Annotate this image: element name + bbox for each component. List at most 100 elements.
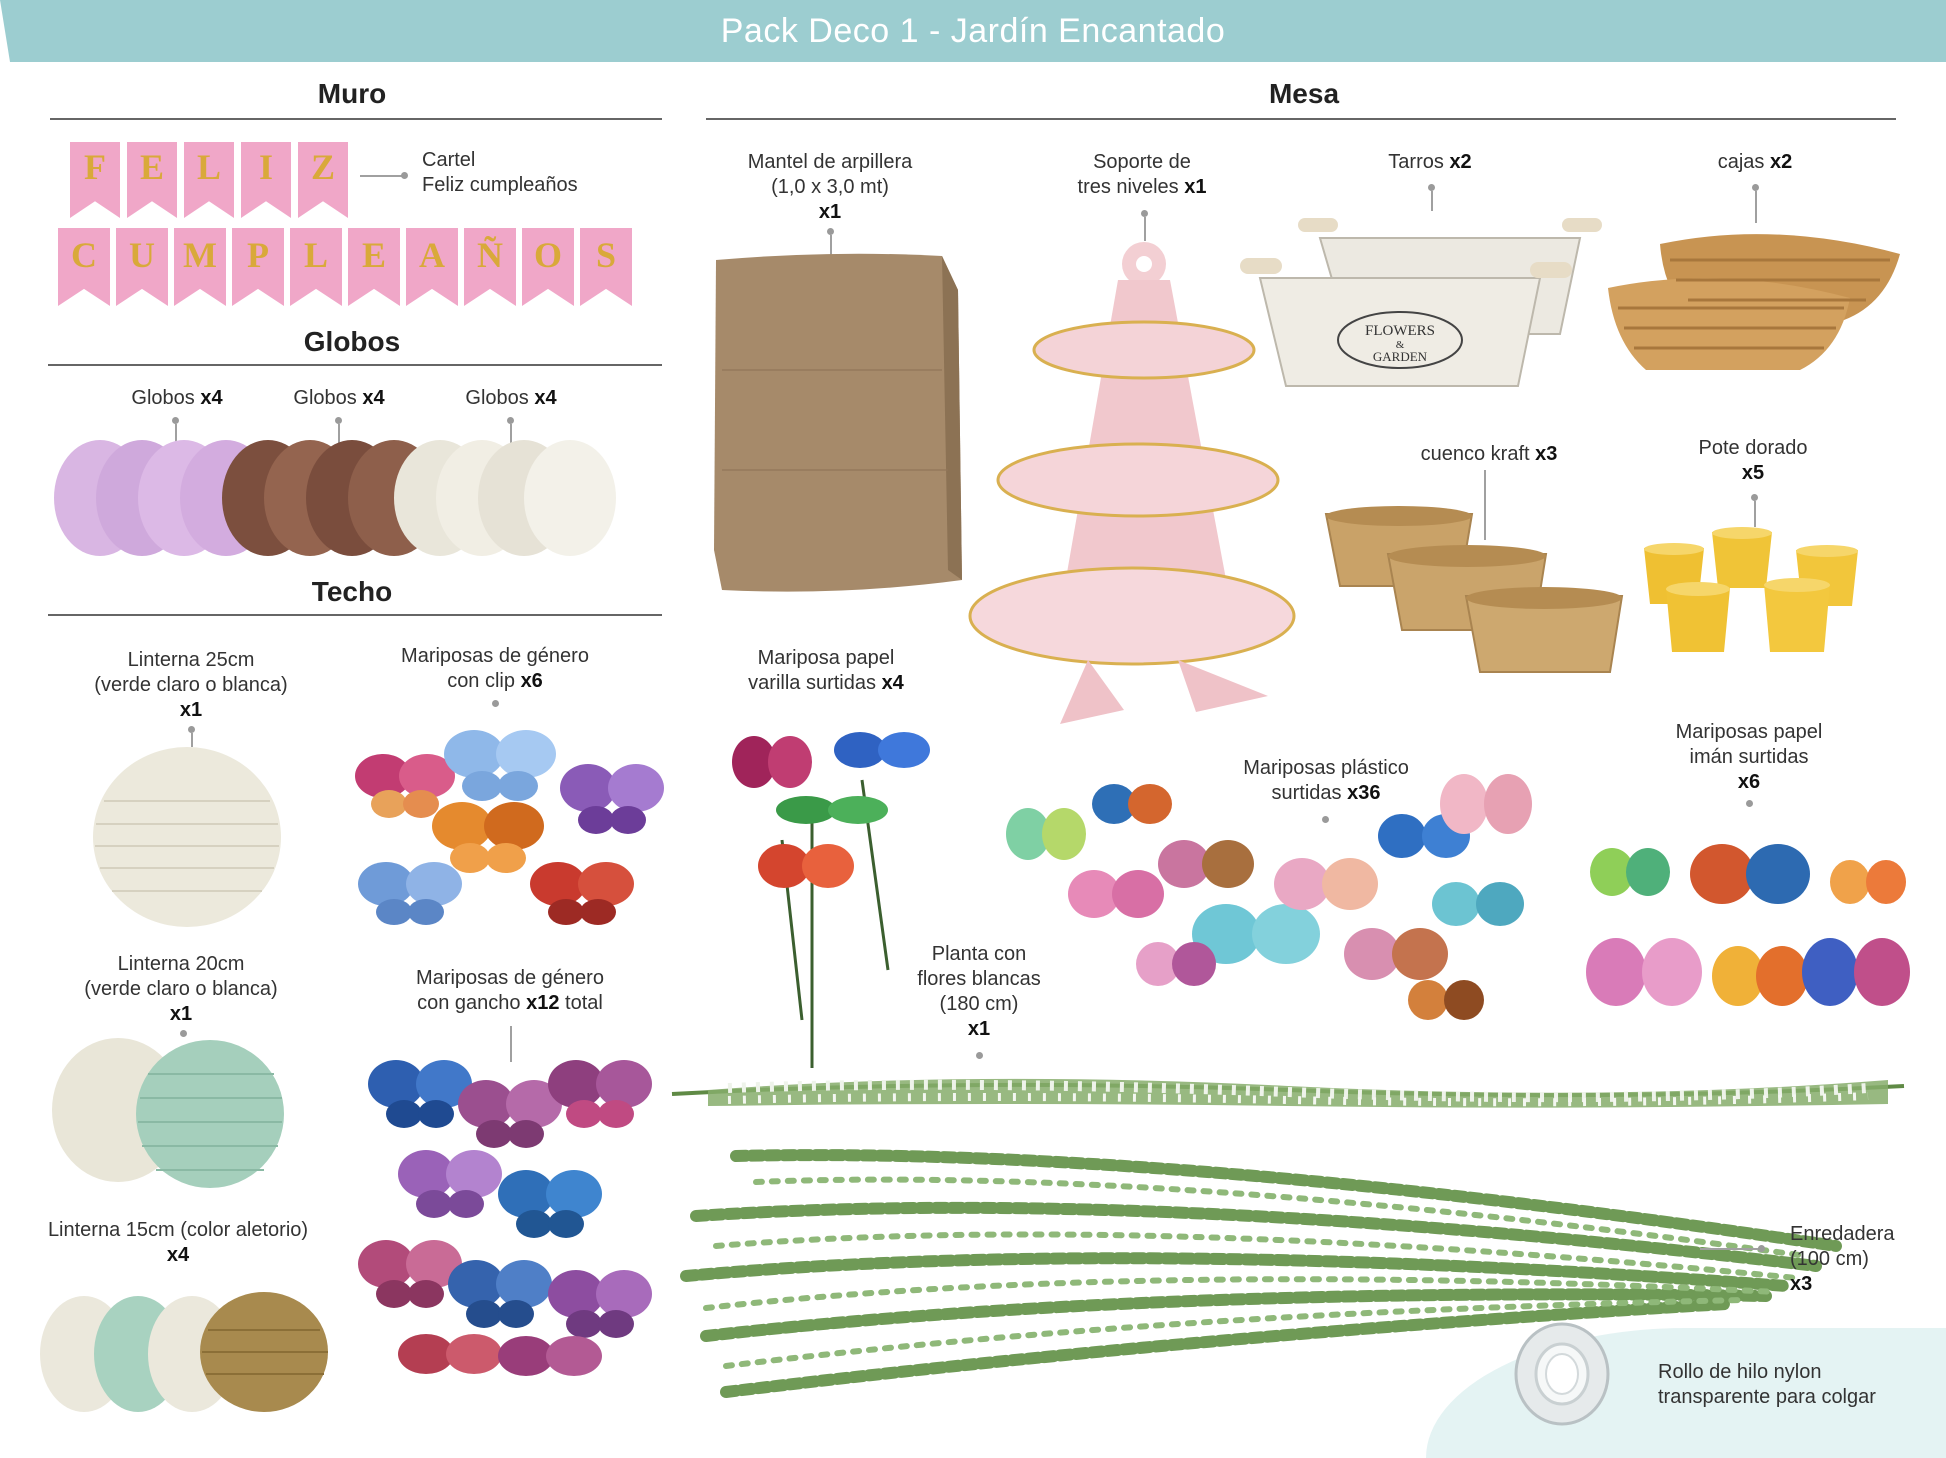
section-title-mesa: Mesa [1268,78,1340,109]
label-qty: x5 [1741,462,1765,484]
leader-dot [827,228,834,235]
ivy-vines-icon [680,1149,1842,1398]
flag-letter: L [184,142,234,218]
lantern-15-icon [40,1292,328,1412]
leader-dot [1752,184,1759,191]
label-qty: x2 [1449,151,1472,173]
label-text: total [565,992,603,1014]
leader-line [510,1026,512,1062]
leader-line [1754,501,1756,527]
label-tarros: Tarros x2 [1360,150,1500,175]
flag-letter: U [116,228,168,306]
label-text: con gancho [417,992,521,1014]
leader-dot [1758,1245,1765,1252]
leader-dot [188,726,195,733]
label-line: Planta con [931,943,1027,965]
label-line: (1,0 x 3,0 mt) [771,176,889,198]
label-linterna15: Linterna 15cm (color aletorio) x4 [38,1218,318,1268]
label-globos-lila: Globos x4 [110,386,244,411]
flag-letter: M [174,228,226,306]
label-soporte: Soporte de tres niveles x1 [1052,150,1232,200]
leader-dot [1428,184,1435,191]
flag-letter: F [70,142,120,218]
label-qty: x2 [1770,151,1793,173]
leader-line [1700,1248,1762,1250]
gold-pots-icon [1644,527,1858,652]
lantern-25-icon [93,747,281,927]
label-line: imán surtidas [1689,746,1809,768]
balloons-illustration [54,440,616,556]
label-line: Linterna 20cm [117,953,245,975]
label-linterna25: Linterna 25cm (verde claro o blanca) x1 [80,648,302,723]
label-cartel: Cartel Feliz cumpleaños [422,148,578,198]
label-mariposa-papel: Mariposa papel varilla surtidas x4 [726,646,926,696]
label-qty: x1 [1184,176,1207,198]
label-globos-perla: Globos x4 [444,386,578,411]
bunting-row-1: F E L I Z [70,142,348,218]
flag-letter: C [58,228,110,306]
label-qty: x4 [200,387,223,409]
flag-letter: E [348,228,400,306]
label-text: Tarros [1388,151,1444,173]
leader-line [191,733,193,747]
flag-letter: Ñ [464,228,516,306]
leader-dot [335,417,342,424]
label-line: flores blancas [917,968,1041,990]
label-text: con clip [447,670,515,692]
label-text: cuenco kraft [1420,443,1530,465]
label-enredadera: Enredadera (100 cm) x3 [1790,1222,1895,1297]
label-qty: x4 [362,387,385,409]
label-pote: Pote dorado x5 [1680,436,1826,486]
label-text: varilla surtidas [748,672,876,694]
burlap-tablecloth-icon [714,253,962,592]
leader-line [510,424,512,444]
butterflies-clip-illustration [355,730,664,925]
label-line: Mariposas plástico [1243,757,1409,779]
leader-dot [1751,494,1758,501]
leader-line [830,235,832,255]
section-title-techo: Techo [311,576,393,607]
label-line: transparente para colgar [1658,1386,1876,1408]
leader-dot [1141,210,1148,217]
divider-muro [50,118,662,120]
label-line: Mariposas papel [1675,721,1823,743]
label-mantel: Mantel de arpillera (1,0 x 3,0 mt) x1 [720,150,940,225]
lantern-20-icon [52,1038,284,1188]
tin-buckets-icon: FLOWERS & GARDEN [1240,218,1602,387]
leader-dot [401,172,408,179]
label-text: cajas [1717,151,1765,173]
flag-letter: L [290,228,342,306]
leader-line [1755,191,1757,223]
label-line: (180 cm) [939,993,1019,1015]
label-linterna20: Linterna 20cm (verde claro o blanca) x1 [70,952,292,1027]
baskets-icon [1608,234,1900,370]
label-rollo: Rollo de hilo nylon transparente para co… [1658,1360,1876,1410]
label-cajas: cajas x2 [1690,150,1820,175]
label-line: Linterna 25cm [127,649,255,671]
label-text: Globos [465,387,529,409]
label-line: Linterna 15cm (color aletorio) [47,1219,309,1241]
label-line: Enredadera [1790,1223,1895,1245]
flag-letter: A [406,228,458,306]
leader-line [338,424,340,444]
label-line: (verde claro o blanca) [94,674,288,696]
label-planta: Planta con flores blancas (180 cm) x1 [896,942,1062,1042]
label-mariposas-clip: Mariposas de género con clip x6 [380,644,610,694]
leader-line [1484,470,1486,540]
flag-letter: Z [298,142,348,218]
flag-letter: I [241,142,291,218]
balloons-pearl [394,440,616,556]
label-line: Mantel de arpillera [747,151,913,173]
label-text: tres niveles [1077,176,1179,198]
label-qty: x6 [520,670,543,692]
plastic-butterflies-illustration [1006,774,1532,1020]
section-title-muro: Muro [317,78,387,109]
kraft-bowls-icon [1324,506,1624,673]
label-line: Mariposas de género [401,645,589,667]
leader-dot [1746,800,1753,807]
page-title: Pack Deco 1 - Jardín Encantado [720,12,1226,50]
flag-letter: E [127,142,177,218]
leader-dot [1322,816,1329,823]
flower-garland-icon [671,1078,1905,1108]
label-mariposas-iman: Mariposas papel imán surtidas x6 [1654,720,1844,795]
